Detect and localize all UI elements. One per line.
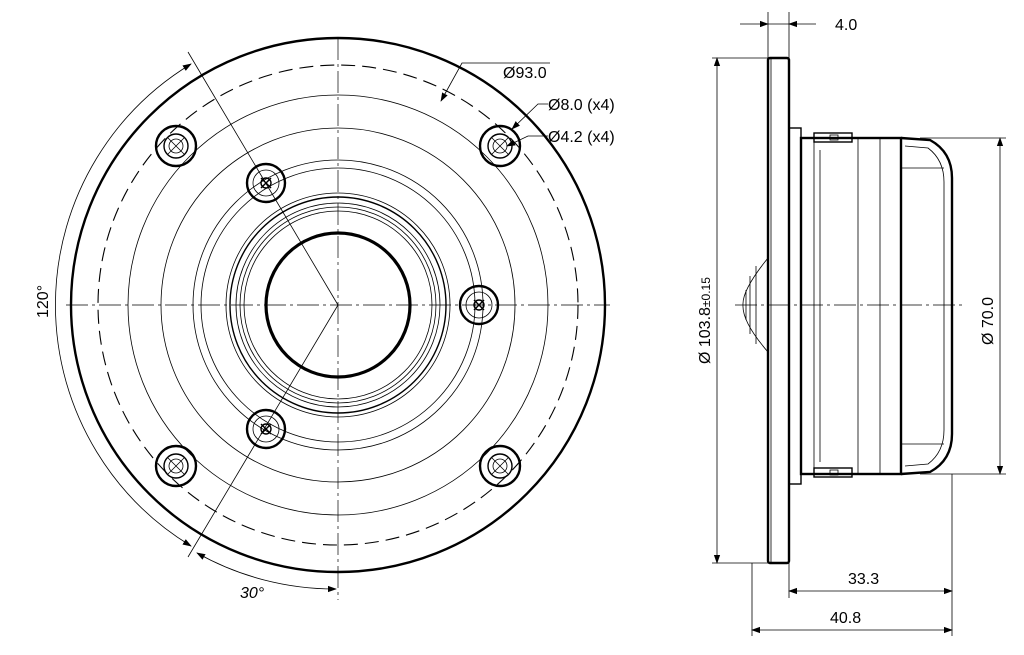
body-depth-label: 33.3: [848, 571, 879, 588]
mount-hole-bottom-left: [154, 444, 198, 488]
motor-body: [799, 136, 903, 476]
leader-bolt-hole: [511, 103, 548, 130]
total-depth-label: 40.8: [830, 610, 861, 627]
leader-bolt-circle: [440, 62, 550, 102]
screw-bottom-left: [245, 408, 287, 450]
body-diameter-label: Ø 70.0: [980, 297, 997, 345]
angle-120-label: 120°: [35, 285, 52, 318]
rear-cap: [900, 136, 954, 476]
flange-thickness-label: 4.0: [835, 17, 857, 34]
center-line-screw-radial-bottom: [187, 304, 339, 558]
center-line-screw-radial-top: [187, 51, 339, 306]
outer-diameter-label: Ø 103.8±0.15: [697, 277, 714, 364]
mount-hole-top-right: [478, 124, 522, 168]
outer-diameter-tolerance: ±0.15: [699, 277, 713, 307]
angle-120-arc: [55, 63, 192, 547]
bolt-hole-label: Ø8.0 (x4): [548, 97, 615, 114]
bolt-circle-label: Ø93.0: [503, 65, 547, 82]
screw-hole-label: Ø4.2 (x4): [548, 129, 615, 146]
motor-plate: [788, 127, 802, 485]
mount-hole-top-left: [154, 124, 198, 168]
side-view: 4.0 Ø 103.8±0.15 Ø 70.0 33.3 40.8: [697, 12, 1006, 636]
angle-30-label: 30°: [240, 585, 265, 602]
front-view: Ø93.0 Ø8.0 (x4) Ø4.2 (x4) 120° 30°: [35, 36, 615, 602]
outer-diameter-value: Ø 103.8: [697, 307, 714, 364]
angle-30-arc: [196, 552, 337, 593]
terminal-bottom: [813, 467, 853, 478]
terminal-top: [813, 132, 853, 143]
mount-hole-bottom-right: [478, 444, 522, 488]
leader-screw-hole: [506, 135, 548, 147]
